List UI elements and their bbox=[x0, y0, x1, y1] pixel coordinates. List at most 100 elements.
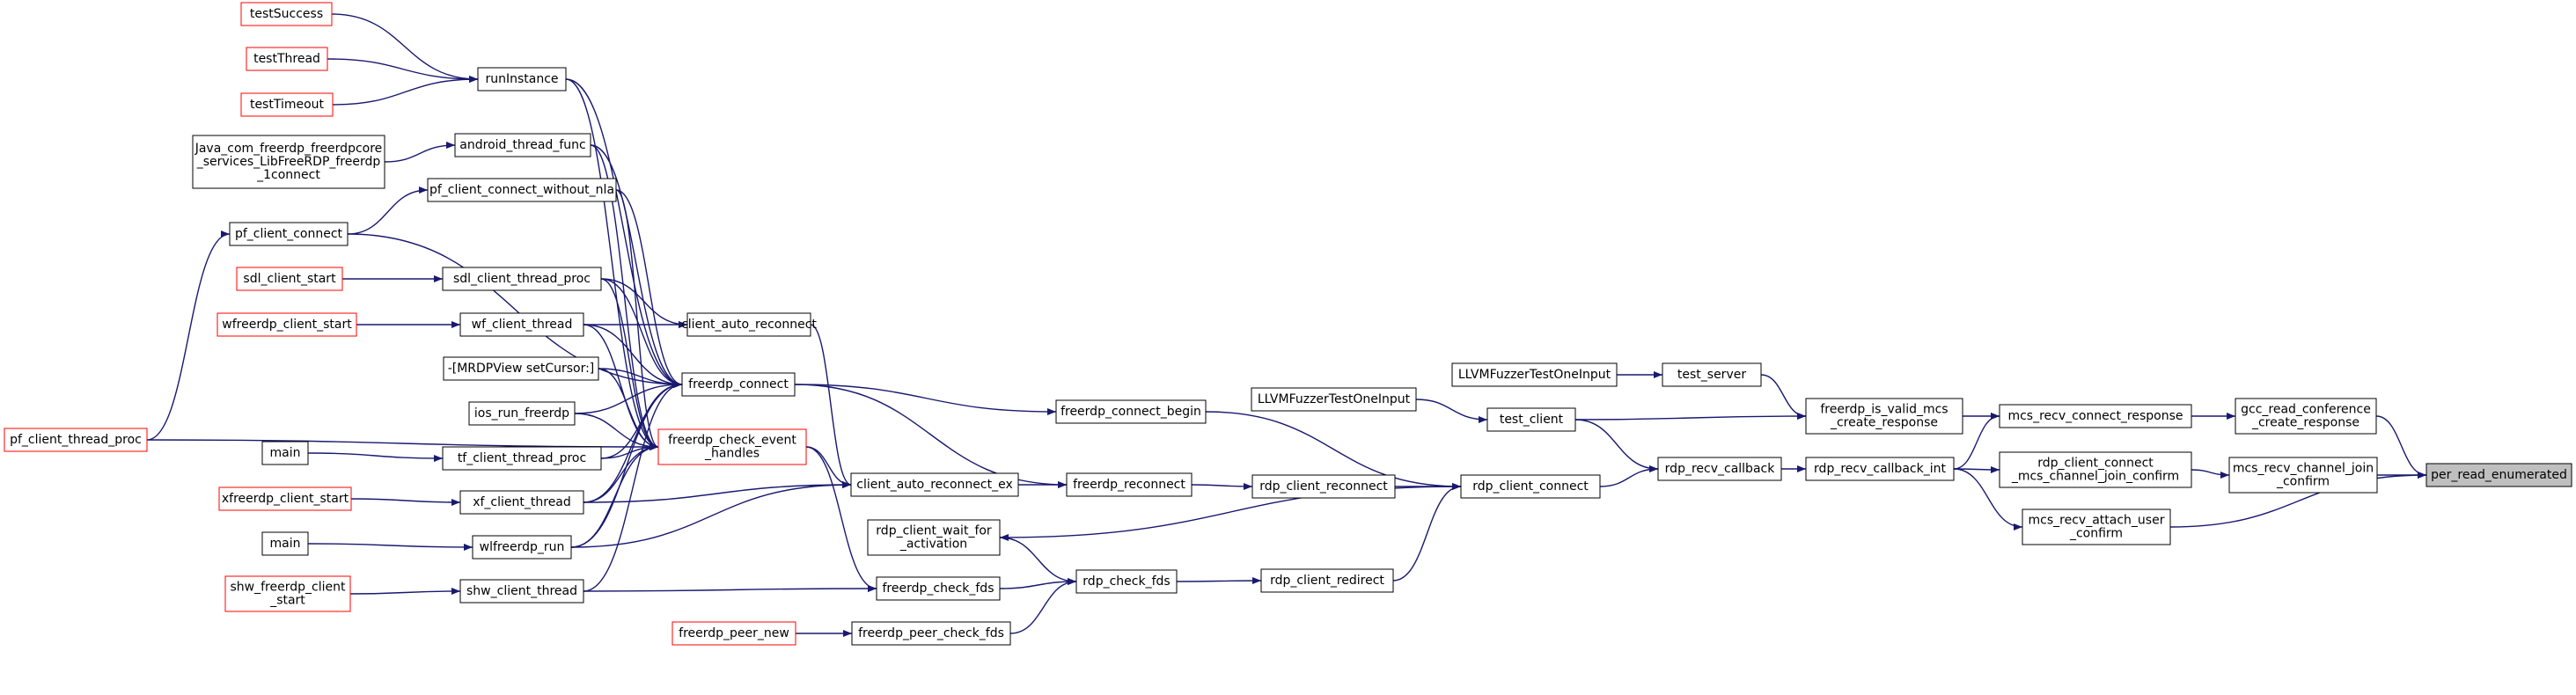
arrowhead-rdp_recv_callback_int-to-mcs_recv_attach_user_confirm bbox=[2014, 523, 2022, 530]
node-freerdp-peer-new[interactable]: freerdp_peer_new bbox=[672, 621, 796, 646]
edge-Java_com_freerdp-to-android_thread_func bbox=[384, 144, 456, 163]
node-rdp-client-connect[interactable]: rdp_client_connect bbox=[1460, 474, 1601, 499]
node-shw-freerdp-client-start[interactable]: shw_freerdp_client_start bbox=[224, 575, 351, 612]
edge-wlfreerdp_run-to-client_auto_reconnect_ex bbox=[570, 484, 852, 548]
node-box bbox=[1251, 474, 1396, 499]
node-android-thread-func[interactable]: android_thread_func bbox=[454, 133, 591, 157]
node-rdp-recv-callback-int[interactable]: rdp_recv_callback_int bbox=[1805, 457, 1955, 481]
arrowhead-sdl_client_start-to-sdl_client_thread_proc bbox=[434, 275, 443, 282]
node-rdp-client-wait-for-activation[interactable]: rdp_client_wait_for_activation bbox=[867, 519, 1001, 556]
node-label: pf_client_connect_without_nla bbox=[429, 183, 614, 197]
edge-xfreerdp_client_start-to-xf_client_thread bbox=[350, 498, 461, 503]
node-wlfreerdp-run[interactable]: wlfreerdp_run bbox=[472, 535, 572, 560]
node-label: _services_LibFreeRDP_freerdp bbox=[196, 155, 381, 169]
edge-testSuccess-to-runInstance bbox=[331, 13, 479, 80]
node-box bbox=[261, 441, 309, 465]
node-freerdp-check-fds[interactable]: freerdp_check_fds bbox=[876, 576, 1001, 601]
node-label: freerdp_check_event bbox=[668, 434, 796, 448]
node-main-2[interactable]: main bbox=[261, 531, 309, 556]
node-rdp-client-reconnect[interactable]: rdp_client_reconnect bbox=[1251, 474, 1396, 499]
edge-pf_client_thread_proc-to-pf_client_connect bbox=[146, 233, 231, 441]
node-wf-client-thread[interactable]: wf_client_thread bbox=[459, 312, 584, 337]
arrowhead-mcs_recv_connect_response-to-gcc_read_conference_create_response bbox=[2227, 413, 2235, 420]
node-runinstance[interactable]: runInstance bbox=[477, 67, 567, 91]
arrowhead-wfreerdp_client_start-to-wf_client_thread bbox=[451, 321, 460, 328]
node-wfreerdp-client-start[interactable]: wfreerdp_client_start bbox=[217, 312, 357, 337]
arrowhead-mcs_recv_attach_user_confirm-to-per_read_enumerated bbox=[2418, 472, 2426, 479]
node-freerdp-connect-begin[interactable]: freerdp_connect_begin bbox=[1055, 399, 1207, 424]
node-xfreerdp-client-start[interactable]: xfreerdp_client_start bbox=[218, 486, 352, 511]
node-client-auto-reconnect-ex[interactable]: client_auto_reconnect_ex bbox=[850, 472, 1019, 497]
node-mcs-recv-channel-join-confirm[interactable]: mcs_recv_channel_join_confirm bbox=[2228, 457, 2378, 494]
edge-LLVMFuzzerTestOneInput_2-to-test_client bbox=[1415, 399, 1488, 421]
edge-MRDPView_setCursor-to-freerdp_connect bbox=[598, 368, 683, 385]
node-testtimeout[interactable]: testTimeout bbox=[240, 92, 334, 117]
node-label: tf_client_thread_proc bbox=[458, 451, 586, 465]
node-label: _confirm bbox=[2069, 527, 2123, 541]
node-mcs-recv-connect-response[interactable]: mcs_recv_connect_response bbox=[1999, 404, 2192, 428]
node-rdp-check-fds[interactable]: rdp_check_fds bbox=[1075, 569, 1178, 594]
node-rdp-client-redirect[interactable]: rdp_client_redirect bbox=[1260, 568, 1394, 593]
node-rdp-recv-callback[interactable]: rdp_recv_callback bbox=[1657, 457, 1782, 481]
arrowhead-rdp_client_connect-to-rdp_recv_callback bbox=[1649, 465, 1658, 472]
arrowhead-main_1-to-tf_client_thread_proc bbox=[434, 455, 443, 462]
edge-pf_client_thread_proc-to-freerdp_check_event_handles bbox=[146, 439, 659, 448]
edge-mcs_recv_attach_user_confirm-to-per_read_enumerated bbox=[2169, 474, 2427, 528]
node-main-1[interactable]: main bbox=[261, 441, 309, 465]
node-pf-client-connect-without-nla[interactable]: pf_client_connect_without_nla bbox=[427, 178, 617, 202]
node-pf-client-connect[interactable]: pf_client_connect bbox=[229, 222, 349, 246]
node-pf-client-thread-proc[interactable]: pf_client_thread_proc bbox=[4, 428, 148, 452]
arrowhead-testTimeout-to-runInstance bbox=[469, 76, 478, 83]
node-box bbox=[229, 222, 349, 246]
edge-sdl_client_thread_proc-to-freerdp_check_event_handles bbox=[600, 278, 659, 448]
node-label: main bbox=[270, 446, 301, 460]
node-java-com-freerdp[interactable]: Java_com_freerdp_freerdpcore_services_Li… bbox=[192, 135, 385, 189]
edge-android_thread_func-to-freerdp_check_event_handles bbox=[590, 144, 659, 448]
node-freerdp-peer-check-fds[interactable]: freerdp_peer_check_fds bbox=[851, 621, 1011, 646]
node-rdp-client-connect-mcs-channel-join-confirm[interactable]: rdp_client_connect_mcs_channel_join_conf… bbox=[1999, 451, 2192, 488]
node-label: _1connect bbox=[256, 168, 320, 182]
node-ios-run-freerdp[interactable]: ios_run_freerdp bbox=[468, 401, 576, 426]
node-client-auto-reconnect[interactable]: client_auto_reconnect bbox=[681, 312, 817, 337]
node-gcc-read-conference-create-response[interactable]: gcc_read_conference_create_response bbox=[2235, 398, 2377, 435]
edge-rdp_recv_callback_int-to-mcs_recv_attach_user_confirm bbox=[1953, 468, 2023, 528]
node-test-client[interactable]: test_client bbox=[1486, 407, 1576, 432]
node-box bbox=[443, 356, 599, 381]
node-label: wf_client_thread bbox=[472, 318, 573, 332]
node-sdl-client-start[interactable]: sdl_client_start bbox=[236, 267, 343, 291]
arrowhead-pf_client_connect-to-pf_client_connect_without_nla bbox=[419, 187, 428, 194]
edge-rdp_check_fds-to-rdp_client_redirect bbox=[1176, 580, 1262, 582]
node-label: shw_freerdp_client bbox=[231, 581, 346, 595]
node-testsuccess[interactable]: testSuccess bbox=[240, 2, 333, 26]
node-box bbox=[459, 579, 584, 604]
node-label: wlfreerdp_run bbox=[480, 540, 565, 554]
node-llvmfuzzertestoneinput-2[interactable]: LLVMFuzzerTestOneInput bbox=[1251, 387, 1417, 412]
node-mcs-recv-attach-user-confirm[interactable]: mcs_recv_attach_user_confirm bbox=[2022, 508, 2171, 545]
node-testthread[interactable]: testThread bbox=[246, 47, 328, 71]
node-box bbox=[427, 178, 617, 202]
node-label: freerdp_peer_check_fds bbox=[858, 626, 1004, 640]
node-box bbox=[2228, 457, 2378, 494]
node-sdl-client-thread-proc[interactable]: sdl_client_thread_proc bbox=[442, 267, 602, 291]
node-shw-client-thread[interactable]: shw_client_thread bbox=[459, 579, 584, 604]
node-per-read-enumerated[interactable]: per_read_enumerated bbox=[2426, 463, 2572, 487]
arrowhead-LLVMFuzzerTestOneInput_2-to-test_client bbox=[1479, 416, 1487, 423]
node-label: _start bbox=[269, 594, 305, 608]
node-label: freerdp_connect bbox=[688, 377, 789, 391]
node-label: gcc_read_conference bbox=[2241, 403, 2371, 417]
node-label: test_client bbox=[1500, 413, 1564, 427]
node-label: main bbox=[270, 537, 301, 551]
node-xf-client-thread[interactable]: xf_client_thread bbox=[459, 490, 584, 515]
node-label: xf_client_thread bbox=[473, 495, 571, 509]
node-mrdpview-setcursor[interactable]: -[MRDPView setCursor:] bbox=[443, 356, 599, 381]
node-tf-client-thread-proc[interactable]: tf_client_thread_proc bbox=[442, 446, 602, 471]
node-freerdp-connect[interactable]: freerdp_connect bbox=[681, 372, 796, 397]
node-llvmfuzzertestoneinput-1[interactable]: LLVMFuzzerTestOneInput bbox=[1451, 362, 1618, 387]
node-freerdp-check-event-handles[interactable]: freerdp_check_event_handles bbox=[657, 428, 807, 465]
node-box bbox=[2022, 508, 2171, 545]
node-box bbox=[1460, 474, 1601, 499]
node-test-server[interactable]: test_server bbox=[1662, 362, 1762, 387]
node-freerdp-is-valid-mcs-create-response[interactable]: freerdp_is_valid_mcs_create_response bbox=[1805, 398, 1963, 435]
node-freerdp-reconnect[interactable]: freerdp_reconnect bbox=[1066, 472, 1193, 497]
